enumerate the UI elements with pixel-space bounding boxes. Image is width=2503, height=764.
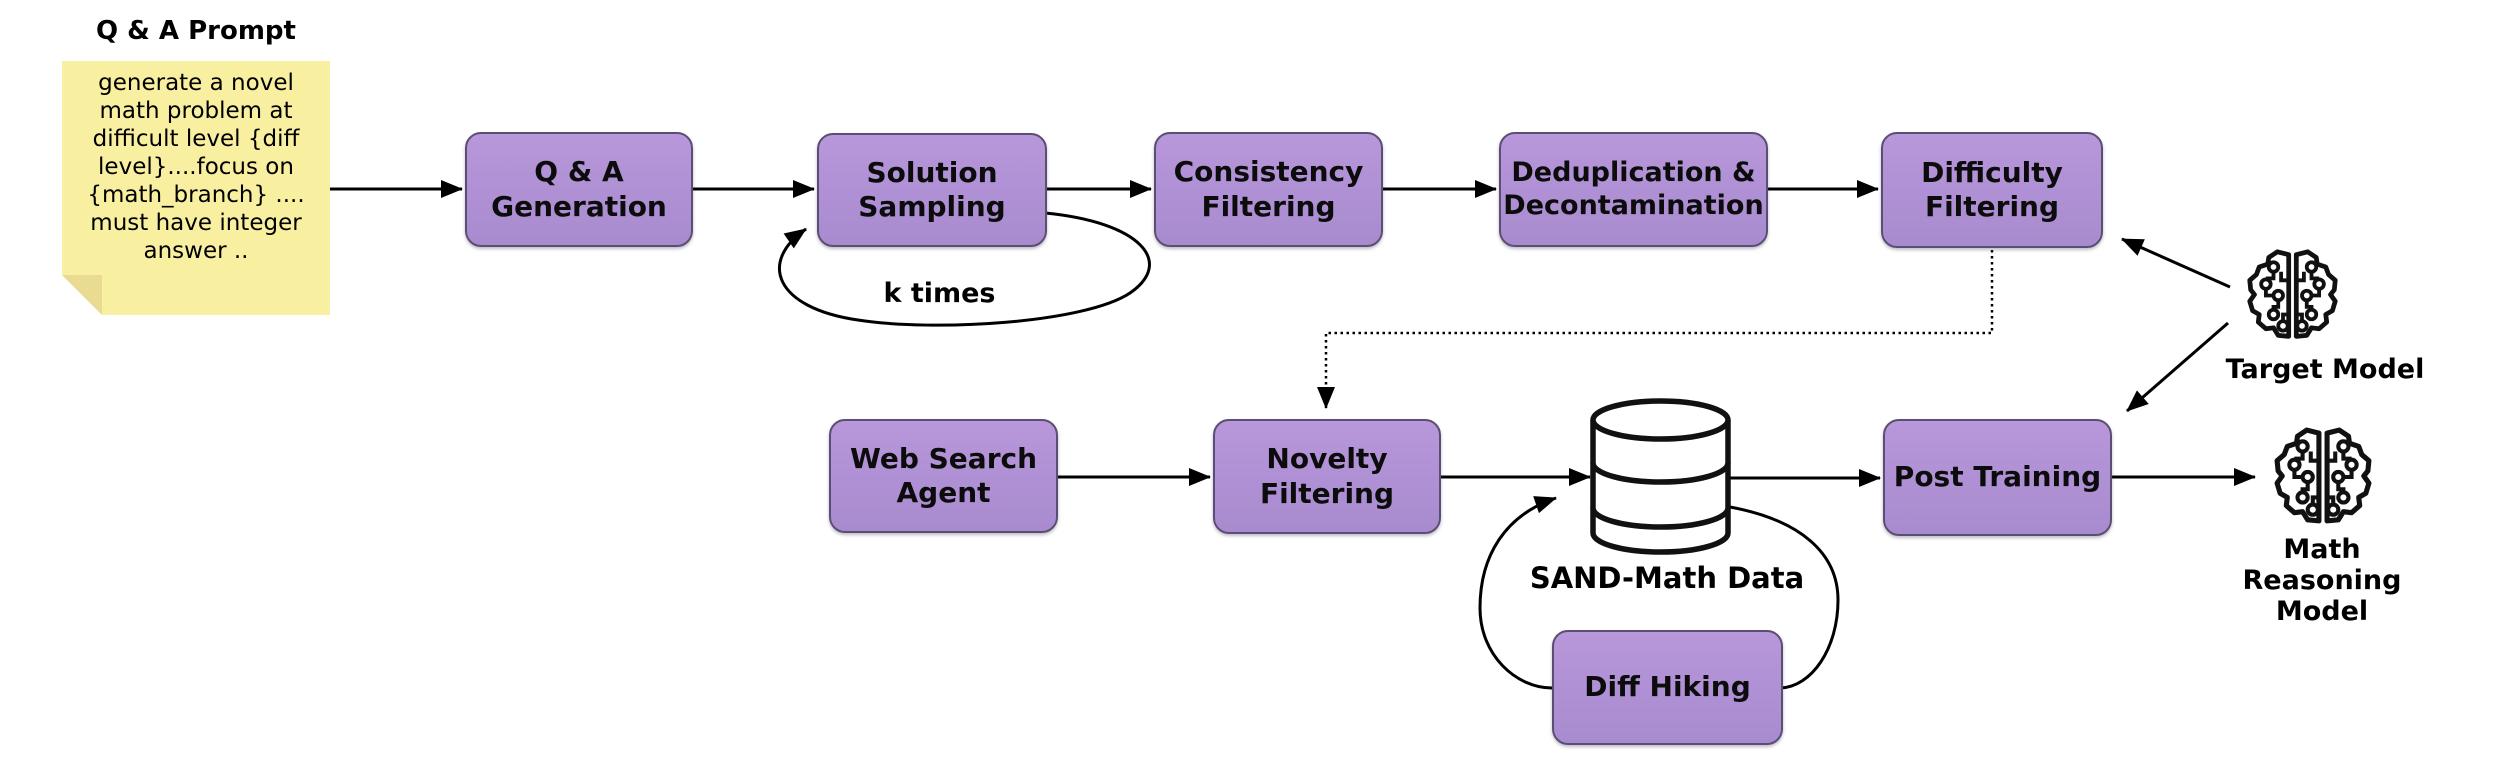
target-model-icon	[2250, 252, 2336, 337]
database-top	[1590, 398, 1731, 442]
node-diff-hiking: Diff Hiking	[1552, 630, 1783, 745]
loop-diff-hiking-to-datastore	[1478, 496, 1557, 690]
node-deduplication-decontamination: Deduplication & Decontamination	[1499, 132, 1768, 247]
node-post-training: Post Training	[1883, 419, 2112, 536]
arrow-target-model-to-difficulty	[2121, 237, 2231, 289]
arrow-target-model-to-post-training	[2126, 321, 2229, 413]
node-qa-generation: Q & A Generation	[465, 132, 693, 247]
math-reasoning-model-label: Math Reasoning Model	[2242, 534, 2402, 627]
node-novelty-filtering: Novelty Filtering	[1213, 419, 1441, 534]
node-difficulty-filtering: Difficulty Filtering	[1881, 132, 2103, 248]
dotted-arrow-difficulty-to-novelty	[1317, 250, 1994, 409]
loop-k-times	[777, 211, 1151, 327]
sand-math-data-label: SAND-Math Data	[1529, 561, 1805, 595]
target-model-label: Target Model	[2225, 354, 2425, 385]
node-solution-sampling: Solution Sampling	[817, 133, 1047, 247]
loop-datastore-to-diff-hiking	[1729, 505, 1840, 690]
prompt-note: generate a novel math problem at difficu…	[62, 61, 330, 315]
database-cylinder-icon	[1590, 398, 1731, 555]
database-band	[1590, 507, 1731, 530]
database-band	[1590, 462, 1731, 485]
database-body	[1590, 420, 1731, 555]
k-times-label: k times	[883, 278, 996, 309]
math-reasoning-model-icon	[2277, 430, 2369, 521]
prompt-note-title: Q & A Prompt	[96, 16, 296, 46]
node-web-search-agent: Web Search Agent	[829, 419, 1058, 533]
node-consistency-filtering: Consistency Filtering	[1154, 132, 1383, 247]
